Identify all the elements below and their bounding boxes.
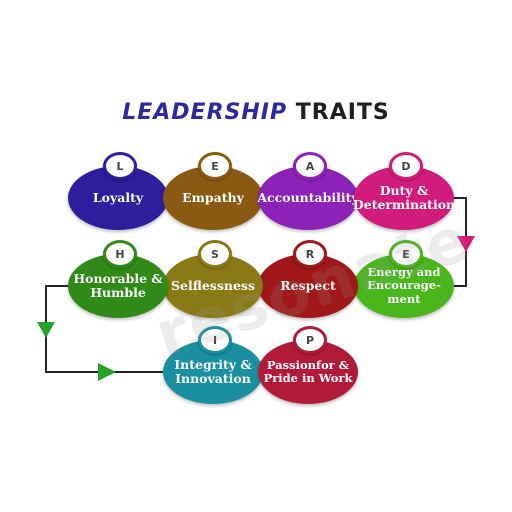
trait-integrity-label: Integrity & Innovation [163,340,263,404]
trait-loyalty-letter: L [103,152,137,180]
trait-passion: Passionfor & Pride in Work P [258,326,358,404]
arrow-down-right [457,236,475,252]
arrow-down-left [37,322,55,338]
trait-honorable-letter: H [103,240,137,268]
trait-integrity: Integrity & Innovation I [163,326,271,404]
trait-energy-letter: E [389,240,423,268]
trait-honorable: Honorable & Humble H [68,240,168,318]
title-word-traits: TRAITS [295,100,390,125]
trait-duty: Duty & Determination D [353,152,455,230]
trait-loyalty: Loyalty L [68,152,176,230]
trait-selflessness: Selflessness S [155,240,263,318]
trait-selflessness-letter: S [198,240,232,268]
trait-empathy: Empathy E [163,152,271,230]
trait-respect: Respect R [250,240,358,318]
trait-respect-letter: R [293,240,327,268]
arrow-right-bottom [98,363,116,381]
trait-empathy-letter: E [198,152,232,180]
trait-accountability: Accountability A [257,152,366,230]
trait-energy-label: Energy and Encourage-ment [354,254,454,318]
trait-integrity-letter: I [198,326,232,354]
trait-accountability-letter: A [293,152,327,180]
trait-duty-letter: D [389,152,423,180]
title-word-leadership: LEADERSHIP [122,100,288,125]
diagram-title: LEADERSHIP TRAITS [0,100,512,125]
trait-passion-letter: P [293,326,327,354]
trait-energy: Energy and Encourage-ment E [346,240,454,318]
